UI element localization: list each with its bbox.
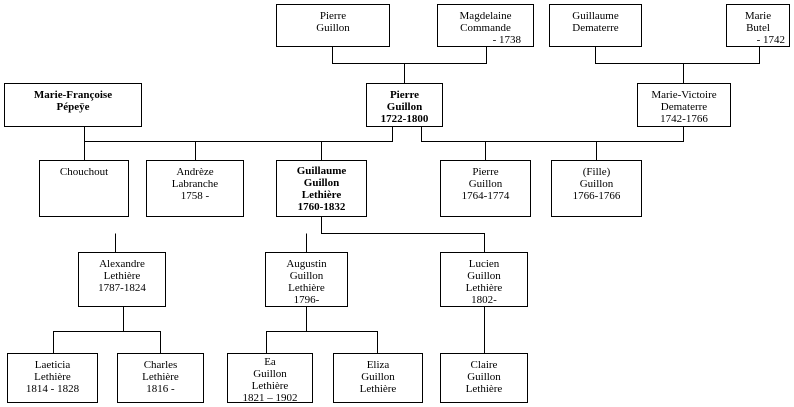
person-name-line: Guillon: [361, 371, 395, 383]
person-name-line: Dematerre: [572, 22, 619, 34]
person-name-line: Marie: [744, 10, 772, 22]
person-dates: - 1738: [492, 34, 521, 46]
person-name-line: Guillaume: [296, 165, 347, 177]
connector-line: [321, 217, 485, 252]
connector-line: [123, 331, 161, 353]
person-name-line: Eliza: [366, 359, 390, 371]
person-box-augustin-guillon-lethiere: Augustin Guillon Lethière 1796-: [265, 252, 348, 307]
person-dates: 1816 -: [146, 383, 175, 395]
person-name-line: Augustin: [286, 258, 327, 270]
person-name-line: Claire: [470, 359, 498, 371]
person-name-line: Lethière: [301, 189, 342, 201]
person-box-eliza-guillon-lethiere: Eliza Guillon Lethière: [333, 353, 423, 403]
person-box-marie-victoire-dematerre: Marie-Victoire Dematerre 1742-1766: [637, 83, 731, 127]
connector-line: [53, 307, 124, 353]
person-dates: 1802-: [471, 294, 497, 306]
connector-line: [266, 307, 307, 353]
connector-line: [84, 127, 393, 142]
person-name-line: Lethière: [251, 380, 289, 392]
person-name-line: Guillon: [468, 178, 503, 190]
person-name-line: Pierre: [319, 10, 347, 22]
person-box-ea-guillon-lethiere: Ea Guillon Lethière 1821 – 1902: [227, 353, 313, 404]
person-name-line: Guillaume: [572, 10, 619, 22]
person-dates: 1742-1766: [660, 113, 708, 125]
person-box-marie-francoise-pepeye: Marie-Françoise Pépeÿe: [4, 83, 142, 127]
person-name-line: Lethière: [288, 282, 325, 294]
person-name-line: Butel: [746, 22, 770, 34]
person-name-line: Marie-Françoise: [33, 89, 113, 101]
person-name-line: (Fille): [582, 166, 611, 178]
person-box-pierre-guillon-jr: Pierre Guillon 1764-1774: [440, 160, 531, 217]
person-name-line: Alexandre: [99, 258, 145, 270]
person-dates: 1787-1824: [98, 282, 146, 294]
person-box-charles-lethiere: Charles Lethière 1816 -: [117, 353, 204, 403]
person-dates: 1760-1832: [297, 201, 346, 213]
person-box-lucien-guillon-lethiere: Lucien Guillon Lethière 1802-: [440, 252, 528, 307]
person-name-line: Guillon: [467, 371, 501, 383]
person-dates: 1821 – 1902: [242, 392, 298, 404]
connector-line: [595, 47, 760, 64]
person-name-line: Lethière: [359, 383, 397, 395]
person-name-line: Lethière: [103, 270, 141, 282]
person-dates: 1758 -: [180, 190, 210, 202]
person-name-line: Dematerre: [660, 101, 708, 113]
person-name-line: Laeticia: [34, 359, 71, 371]
person-name-line: Pierre: [472, 166, 499, 178]
person-name-line: Guillon: [579, 178, 614, 190]
person-box-chouchout: Chouchout: [39, 160, 129, 217]
person-dates: 1722-1800: [380, 113, 429, 125]
person-box-guillaume-dematerre: Guillaume Dematerre: [549, 4, 642, 47]
person-name-line: Chouchout: [59, 166, 109, 178]
person-name-line: Ea: [264, 356, 276, 368]
person-dates: 1814 - 1828: [25, 383, 80, 395]
person-name-line: Pierre: [389, 89, 420, 101]
person-name-line: Magdelaine: [459, 10, 512, 22]
person-box-laeticia-lethiere: Laeticia Lethière 1814 - 1828: [7, 353, 98, 403]
connector-line: [421, 127, 684, 142]
person-name-line: Labranche: [171, 178, 219, 190]
person-name-line: Guillon: [253, 368, 287, 380]
person-box-claire-guillon-lethiere: Claire Guillon Lethière: [440, 353, 528, 403]
person-name-line: Charles: [143, 359, 178, 371]
person-box-alexandre-lethiere: Alexandre Lethière 1787-1824: [78, 252, 166, 307]
person-name-line: Marie-Victoire: [651, 89, 717, 101]
person-name-line: Guillon: [467, 270, 501, 282]
person-box-andreze-labranche: Andrèze Labranche 1758 -: [146, 160, 244, 217]
person-box-guillaume-guillon-lethiere: Guillaume Guillon Lethière 1760-1832: [276, 160, 367, 217]
person-dates: 1766-1766: [572, 190, 621, 202]
person-name-line: Guillon: [289, 270, 324, 282]
person-name-line: Lucien: [468, 258, 500, 270]
person-box-marie-butel: Marie Butel - 1742: [726, 4, 790, 47]
person-name-line: Lethière: [465, 282, 503, 294]
person-box-pierre-guillon-sr: Pierre Guillon: [276, 4, 390, 47]
person-name-line: Lethière: [465, 383, 503, 395]
person-name-line: Guillon: [316, 22, 350, 34]
person-name-line: Pépeÿe: [56, 101, 90, 113]
person-name-line: Lethière: [34, 371, 71, 383]
person-name-line: Commande: [460, 22, 511, 34]
person-name-line: Guillon: [303, 177, 340, 189]
person-name-line: Andrèze: [176, 166, 214, 178]
person-box-fille-guillon: (Fille) Guillon 1766-1766: [551, 160, 642, 217]
person-name-line: Lethière: [142, 371, 179, 383]
person-name-line: Guillon: [386, 101, 423, 113]
person-dates: 1764-1774: [461, 190, 510, 202]
person-box-magdelaine-commande: Magdelaine Commande - 1738: [437, 4, 534, 47]
connector-line: [306, 331, 378, 353]
person-dates: 1796-: [293, 294, 320, 306]
person-dates: - 1742: [756, 34, 785, 46]
person-box-pierre-guillon: Pierre Guillon 1722-1800: [366, 83, 443, 127]
